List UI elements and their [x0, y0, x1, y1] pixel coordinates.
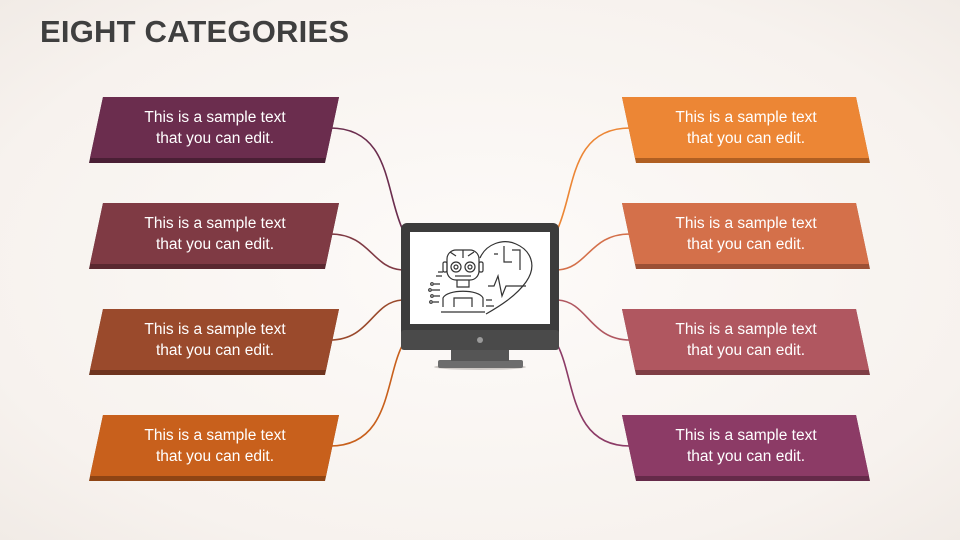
robot-heart-icon	[428, 241, 533, 315]
box-right-1-text: This is a sample text that you can edit.	[675, 109, 817, 147]
box-left-1-text: This is a sample text that you can edit.	[144, 109, 286, 147]
box-right-2-text: This is a sample text that you can edit.	[675, 215, 817, 253]
box-right-1	[622, 97, 870, 163]
connector-left-4	[329, 345, 403, 447]
box-left-3-text: This is a sample text that you can edit.	[144, 321, 286, 359]
connector-left-2	[329, 233, 403, 271]
box-left-2	[89, 203, 339, 269]
box-left-1	[89, 97, 339, 163]
box-left-3	[89, 309, 339, 375]
box-right-4	[622, 415, 870, 481]
box-right-2	[622, 203, 870, 269]
page-title: EIGHT CATEGORIES	[40, 14, 350, 49]
box-right-4-text: This is a sample text that you can edit.	[675, 427, 817, 465]
connector-right-4	[557, 345, 631, 447]
box-left-4-text: This is a sample text that you can edit.	[144, 427, 286, 465]
connector-left-1	[329, 127, 403, 229]
monitor-icon	[401, 223, 559, 370]
connector-right-2	[557, 233, 631, 271]
box-right-3	[622, 309, 870, 375]
connector-right-3	[557, 299, 631, 341]
connector-left-3	[329, 299, 403, 341]
box-left-4	[89, 415, 339, 481]
box-left-2-text: This is a sample text that you can edit.	[144, 215, 286, 253]
box-right-3-text: This is a sample text that you can edit.	[675, 321, 817, 359]
connector-right-1	[557, 127, 631, 229]
